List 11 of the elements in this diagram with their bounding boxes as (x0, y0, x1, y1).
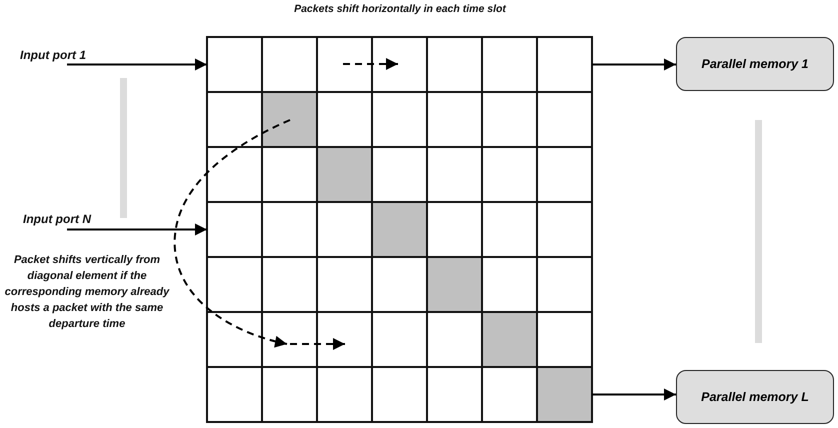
memory-box: Parallel memory L (676, 370, 834, 424)
memory-box: Parallel memory 1 (676, 37, 834, 91)
switch-grid (207, 37, 592, 422)
arrow (67, 58, 207, 70)
port-label: Input port N (23, 212, 91, 226)
title: Packets shift horizontally in each time slot (293, 3, 508, 15)
arrow (592, 58, 676, 70)
arrow (67, 224, 207, 236)
arrow (592, 388, 676, 400)
port-label: Input port 1 (20, 48, 86, 62)
annotation-text: Packet shifts vertically from diagonal element if the corresponding memory already hosts a packet with the same departure time (4, 253, 170, 332)
